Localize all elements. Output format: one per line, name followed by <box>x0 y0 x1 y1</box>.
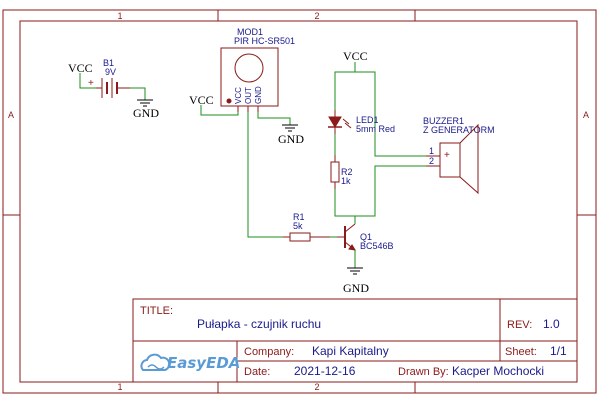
pir-ref: MOD1 <box>237 27 263 37</box>
rev-value: 1.0 <box>543 317 560 331</box>
pir-module-mod1[interactable]: MOD1 PIR HC-SR501 VCC OUT GND VCC GND <box>189 27 304 238</box>
zone-col-2-bottom: 2 <box>314 382 319 392</box>
buzzer-buzzer1[interactable]: BUZZER1 Z GENERATORM 1 2 + <box>423 116 495 195</box>
drawn-by-key: Drawn By: <box>398 366 449 378</box>
logo-text: EasyEDA <box>167 354 240 372</box>
rail-vcc-label: VCC <box>343 49 368 63</box>
sheet-key: Sheet: <box>505 346 537 358</box>
led-ref: LED1 <box>356 115 379 125</box>
date-key: Date: <box>244 366 270 378</box>
zone-col-1-top: 1 <box>117 11 122 21</box>
zone-row-a-left: A <box>8 110 14 120</box>
r1-value: 5k <box>293 221 303 231</box>
title-key: TITLE: <box>140 305 173 317</box>
pir-pin-out: OUT <box>244 87 253 104</box>
zone-markers: 1 2 1 2 A A <box>8 11 589 392</box>
zone-col-2-top: 2 <box>314 11 319 21</box>
q1-gnd-label: GND <box>343 281 369 295</box>
pir-gnd-label: GND <box>278 132 304 146</box>
cloud-icon <box>140 353 171 371</box>
company-value: Kapi Kapitalny <box>312 344 389 358</box>
buzzer-value: Z GENERATORM <box>423 125 495 135</box>
buzzer-plus: + <box>444 150 450 161</box>
title-value: Pułapka - czujnik ruchu <box>197 317 321 331</box>
resistor-r1[interactable]: R1 5k <box>283 212 337 242</box>
led-led1[interactable]: LED1 5mm Red <box>328 110 395 155</box>
battery-vcc-label: VCC <box>68 61 93 75</box>
date-value: 2021-12-16 <box>294 364 356 378</box>
battery-ref: B1 <box>103 58 114 68</box>
buzzer-pin1: 1 <box>429 146 434 156</box>
r1-ref: R1 <box>293 212 305 222</box>
drawn-by-value: Kacper Mochocki <box>452 364 544 378</box>
pir-pin-vcc: VCC <box>234 87 243 104</box>
sheet-value: 1/1 <box>550 344 567 358</box>
resistor-r2[interactable]: R2 1k <box>330 155 440 217</box>
buzzer-pin2: 2 <box>429 156 434 166</box>
battery-value: 9V <box>105 67 116 77</box>
title-block: TITLE: Pułapka - czujnik ruchu REV: 1.0 … <box>132 298 578 383</box>
battery-gnd-label: GND <box>133 106 159 120</box>
zone-col-1-bottom: 1 <box>117 382 122 392</box>
zone-row-a-right: A <box>583 110 589 120</box>
pir-value: PIR HC-SR501 <box>234 36 295 46</box>
battery-b1[interactable]: VCC B1 9V + GND <box>68 58 159 120</box>
r2-value: 1k <box>341 176 351 186</box>
q1-ref: Q1 <box>360 232 372 242</box>
rev-key: REV: <box>507 319 532 331</box>
pir-vcc-label: VCC <box>189 93 214 107</box>
easyeda-logo: EasyEDA <box>140 353 240 372</box>
pir-pin-gnd: GND <box>254 86 263 104</box>
battery-plus: + <box>88 78 94 89</box>
r2-ref: R2 <box>341 167 353 177</box>
vcc-rail: VCC <box>334 49 440 157</box>
transistor-q1[interactable]: Q1 BC546B GND <box>337 216 394 295</box>
buzzer-ref: BUZZER1 <box>423 116 464 126</box>
company-key: Company: <box>244 346 294 358</box>
led-value: 5mm Red <box>356 124 395 134</box>
q1-value: BC546B <box>360 241 394 251</box>
